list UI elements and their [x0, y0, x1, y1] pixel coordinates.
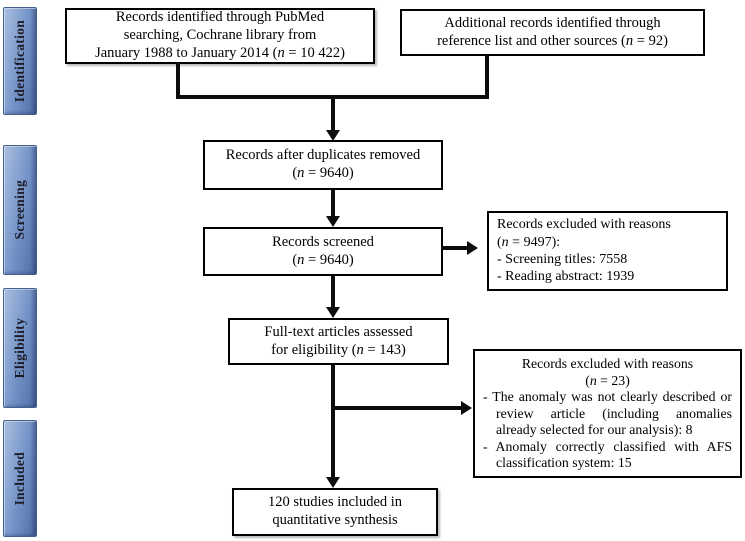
box-text-line: quantitative synthesis	[272, 512, 398, 528]
stage-bar-screening: Screening	[3, 145, 37, 275]
arrowhead-to-fulltext	[326, 307, 340, 318]
connector-right-drop	[485, 55, 489, 99]
arrowhead-to-excluded-screening	[467, 241, 478, 255]
box-text-line: for eligibility (n = 143)	[271, 341, 406, 358]
connector-to-fulltext	[331, 276, 335, 308]
box-text-line: (n = 9640)	[292, 251, 354, 268]
arrowhead-to-duplicates	[326, 130, 340, 141]
box-text-line: Full-text articles assessed	[264, 323, 413, 340]
connector-branch-to-excluded-eligibility	[331, 406, 462, 410]
box-additional-records: Additional records identified through re…	[400, 9, 705, 56]
stage-label-included: Included	[12, 451, 27, 506]
box-records-screened: Records screened (n = 9640)	[203, 227, 443, 276]
connector-left-drop	[176, 62, 180, 99]
box-text-line: searching, Cochrane library from	[123, 27, 317, 44]
box-text-line: - Reading abstract: 1939	[497, 269, 635, 285]
box-text-line: (n = 9497):	[497, 234, 561, 250]
box-text-line: Additional records identified through	[444, 14, 661, 31]
stage-label-identification: Identification	[12, 19, 27, 103]
connector-to-included	[331, 365, 335, 478]
box-records-identified-pubmed: Records identified through PubMed search…	[65, 8, 375, 64]
box-text-line: Records after duplicates removed	[225, 147, 421, 164]
arrowhead-to-included	[326, 477, 340, 488]
box-text-line: (n = 23)	[585, 372, 630, 388]
stage-label-eligibility: Eligibility	[12, 317, 27, 379]
box-bullet-line: - Anomaly correctly classified with AFS …	[483, 438, 732, 471]
box-text-line: January 1988 to January 2014 (n = 10 422…	[95, 44, 345, 61]
box-studies-included: 120 studies included in quantitative syn…	[232, 488, 438, 536]
box-text-line: - Screening titles: 7558	[497, 252, 628, 267]
box-fulltext-assessed: Full-text articles assessed for eligibil…	[228, 318, 449, 365]
box-text-line: 120 studies included in	[267, 494, 403, 511]
box-duplicates-removed: Records after duplicates removed (n = 96…	[203, 140, 443, 190]
connector-to-duplicates	[331, 95, 335, 131]
stage-bar-identification: Identification	[3, 7, 37, 115]
box-excluded-screening-reasons: Records excluded with reasons (n = 9497)…	[487, 211, 728, 291]
box-text-line: Records excluded with reasons	[497, 217, 671, 233]
box-excluded-eligibility-reasons: Records excluded with reasons (n = 23) -…	[473, 349, 742, 478]
connector-to-excluded-screening	[441, 246, 468, 250]
box-bullet-line: - The anomaly was not clearly described …	[483, 389, 732, 438]
box-text-line: Records identified through PubMed	[115, 9, 325, 26]
stage-bar-included: Included	[3, 420, 37, 537]
box-text-line: (n = 9640)	[292, 165, 354, 181]
box-text-line: reference list and other sources (n = 92…	[437, 32, 668, 49]
box-text-line: Records excluded with reasons	[521, 356, 694, 371]
stage-label-screening: Screening	[12, 180, 27, 240]
connector-to-screened	[331, 190, 335, 217]
arrowhead-to-excluded-eligibility	[461, 401, 472, 415]
stage-bar-eligibility: Eligibility	[3, 288, 37, 408]
arrowhead-to-screened	[326, 216, 340, 227]
box-text-line: Records screened	[272, 233, 374, 250]
